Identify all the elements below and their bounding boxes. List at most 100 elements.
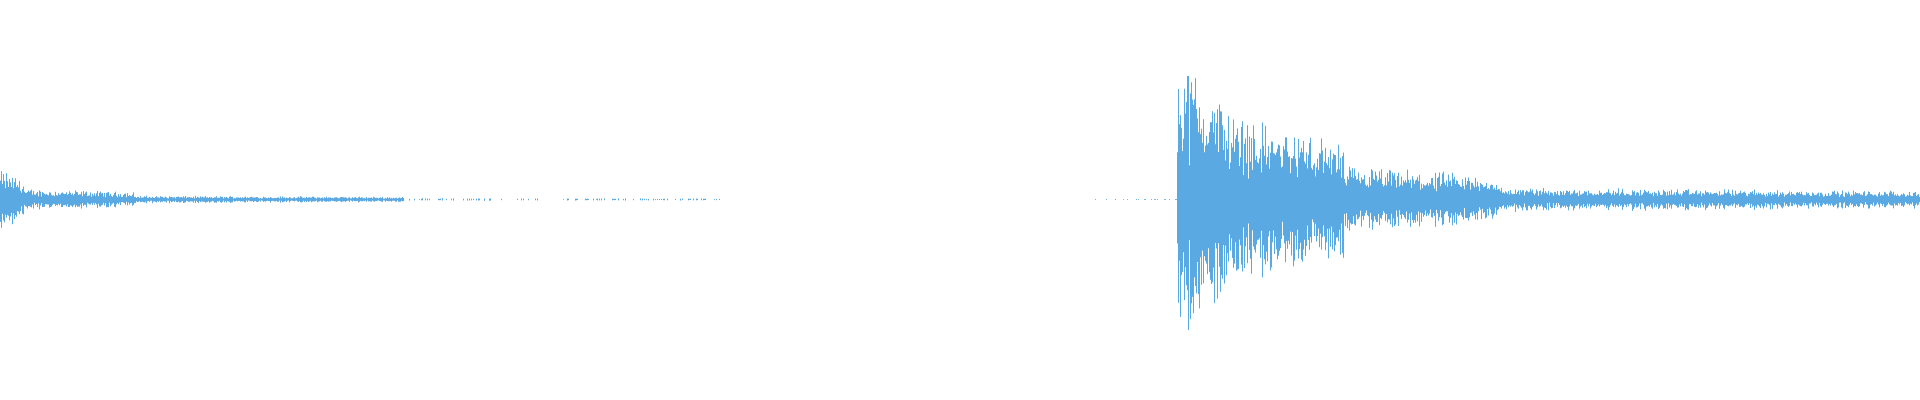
waveform-sample [1811,196,1812,203]
waveform-sample [414,198,415,201]
waveform-sample [1440,186,1441,211]
waveform-sample [1509,194,1510,206]
waveform-sample [1579,190,1580,209]
waveform-sample [1203,119,1204,284]
waveform-sample [180,197,181,203]
waveform-sample [1157,199,1158,200]
waveform-sample [109,195,110,203]
waveform-sample [625,198,626,201]
waveform-sample [1359,180,1360,217]
waveform-sample [1322,150,1323,238]
waveform-sample [1456,180,1457,225]
waveform-sample [1425,185,1426,211]
waveform-sample [1821,192,1822,207]
waveform-sample [1470,189,1471,214]
waveform-sample [260,197,261,202]
waveform-sample [1586,191,1587,209]
waveform-sample [585,198,586,201]
waveform-sample [1884,191,1885,208]
waveform-sample [270,197,271,203]
waveform-sample [1910,195,1911,204]
waveform-sample [682,198,683,201]
waveform-sample [1218,151,1219,244]
waveform-sample [1199,107,1200,309]
waveform-sample [1533,193,1534,206]
waveform-sample [357,198,358,201]
waveform-sample [1690,194,1691,205]
waveform-sample [246,198,247,201]
waveform-sample [1571,193,1572,207]
waveform-sample [1493,189,1494,216]
waveform-sample [1306,152,1307,246]
waveform-sample [1763,193,1764,209]
waveform-sample [596,199,597,200]
waveform-sample [1310,137,1311,237]
waveform-sample [1820,192,1821,207]
waveform-sample [1580,194,1581,207]
waveform-sample [229,196,230,202]
waveform-sample [203,197,204,202]
waveform-sample [1739,192,1740,207]
waveform-sample [1770,191,1771,210]
waveform-sample [1743,192,1744,208]
waveform-sample [28,190,29,207]
waveform-sample [338,198,339,201]
waveform-sample [1501,187,1502,209]
waveform-sample [1773,194,1774,205]
waveform-sample [1274,153,1275,254]
waveform-sample [295,198,296,201]
waveform-sample [1367,184,1368,216]
waveform-sample [1559,195,1560,206]
waveform-sample [484,198,485,201]
waveform-sample [1734,195,1735,204]
waveform-sample [138,197,139,202]
waveform-sample [1185,113,1186,268]
waveform-sample [250,197,251,202]
waveform-sample [597,198,598,201]
waveform-sample [346,197,347,202]
waveform-sample [613,199,614,200]
waveform-sample [48,195,49,205]
waveform-sample [358,197,359,203]
waveform-sample [1393,175,1394,219]
waveform-sample [1613,190,1614,207]
waveform-sample [194,198,195,201]
waveform-sample [1269,168,1270,232]
waveform-sample [1719,191,1720,209]
waveform-sample [1556,194,1557,203]
waveform-sample [1551,192,1552,209]
waveform-sample [1545,191,1546,209]
waveform-sample [1824,196,1825,205]
waveform-sample [115,191,116,208]
waveform-sample [116,195,117,205]
waveform-sample [1677,189,1678,208]
waveform-sample [152,196,153,204]
waveform-sample [1777,190,1778,209]
waveform-sample [215,197,216,203]
waveform-sample [716,199,717,201]
waveform-sample [348,197,349,201]
waveform-sample [1702,193,1703,206]
waveform-sample [98,196,99,204]
waveform-sample [1905,196,1906,203]
waveform-sample [1689,194,1690,205]
waveform-sample [1541,194,1542,205]
waveform-sample [1460,186,1461,213]
waveform-sample [1387,172,1388,223]
waveform-sample [1591,193,1592,207]
waveform-sample [1411,187,1412,213]
waveform-sample [1885,192,1886,208]
waveform-sample [99,192,100,207]
waveform-sample [1892,193,1893,206]
waveform-sample [1800,194,1801,207]
waveform-sample [198,197,199,204]
waveform-sample [1670,194,1671,206]
waveform-sample [1282,166,1283,222]
waveform-sample [342,197,343,202]
waveform-sample [2,184,3,214]
waveform-sample [222,196,223,202]
waveform-sample [1373,178,1374,222]
waveform-sample [1424,185,1425,216]
